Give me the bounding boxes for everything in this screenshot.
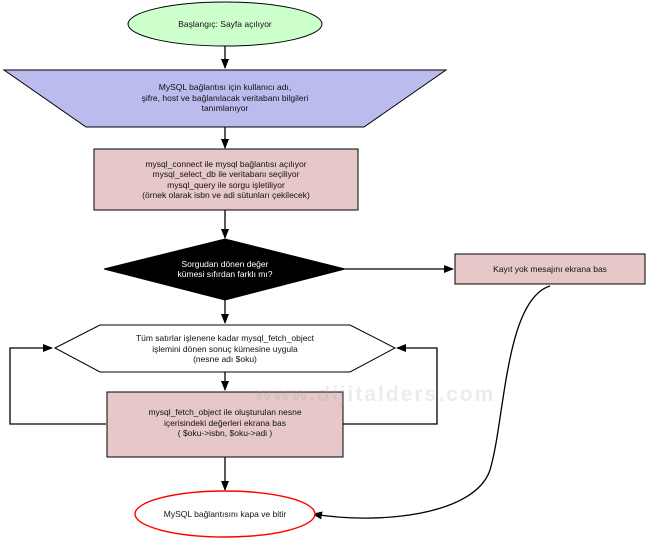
start-label: Başlangıç: Sayfa açılıyor <box>178 18 272 29</box>
watermark: www.dijitalders.com <box>255 383 496 406</box>
arrow-no-records-to-end <box>312 285 551 520</box>
no-records-label: Kayıt yok mesajını ekrana bas <box>493 263 607 274</box>
print-label: mysql_fetch_object ile oluşturulan nesne… <box>148 407 302 439</box>
loop-label: Tüm satırlar işlenene kadar mysql_fetch_… <box>135 333 315 365</box>
no-records-box <box>454 253 646 285</box>
credentials-input-shape <box>2 69 448 128</box>
loop-hexagon <box>53 324 397 373</box>
arrow-print-back-to-loop <box>343 344 438 425</box>
end-terminal <box>134 490 316 538</box>
connect-process-box <box>93 148 359 211</box>
end-label: MySQL bağlantısını kapa ve bitir <box>163 508 287 519</box>
arrow-loop-left-return <box>9 344 106 425</box>
decision-diamond <box>103 238 346 301</box>
connect-label: mysql_connect ile mysql bağlantısı açılı… <box>142 158 310 201</box>
decision-label: Sorgudan dönen değer kümesi sıfırdan far… <box>177 258 273 280</box>
print-process-box <box>106 391 344 458</box>
credentials-label: MySQL bağlantısı için kullanıcı adı, şif… <box>141 82 309 114</box>
start-terminal <box>127 1 323 47</box>
